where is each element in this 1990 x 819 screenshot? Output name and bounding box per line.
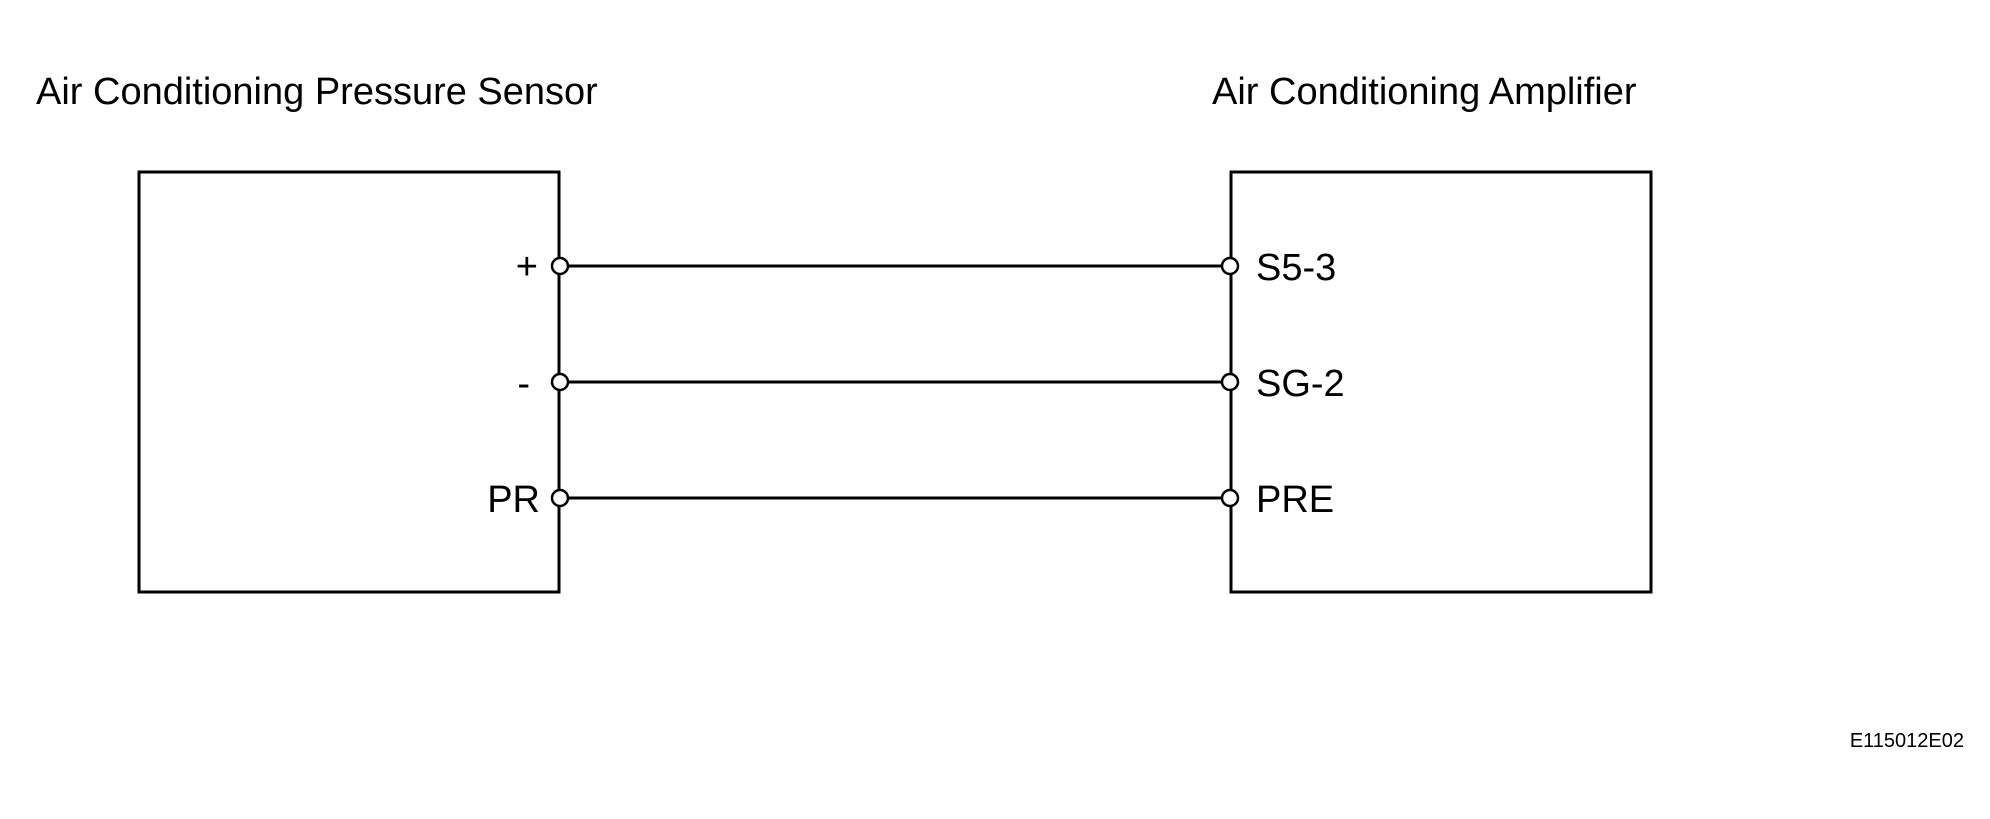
amplifier-pin-label-s5-3: S5-3: [1256, 247, 1336, 289]
amplifier-pin-label-sg-2: SG-2: [1256, 363, 1345, 405]
amplifier-title: Air Conditioning Amplifier: [1212, 71, 1637, 113]
sensor-box: [137, 170, 561, 594]
sensor-pin-label-pr: PR: [487, 479, 540, 521]
sensor-pin-label-plus: +: [516, 246, 538, 288]
sensor-terminal-minus: [550, 372, 570, 392]
sensor-pin-label-minus: -: [517, 363, 530, 405]
sensor-terminal-plus: [550, 256, 570, 276]
amplifier-terminal-sg-2: [1220, 372, 1240, 392]
figure-code: E115012E02: [1850, 730, 1964, 752]
amplifier-box: [1229, 170, 1653, 594]
amplifier-terminal-pre: [1220, 488, 1240, 508]
sensor-terminal-pr: [550, 488, 570, 508]
amplifier-pin-label-pre: PRE: [1256, 479, 1334, 521]
amplifier-terminal-s5-3: [1220, 256, 1240, 276]
sensor-title: Air Conditioning Pressure Sensor: [36, 71, 598, 113]
